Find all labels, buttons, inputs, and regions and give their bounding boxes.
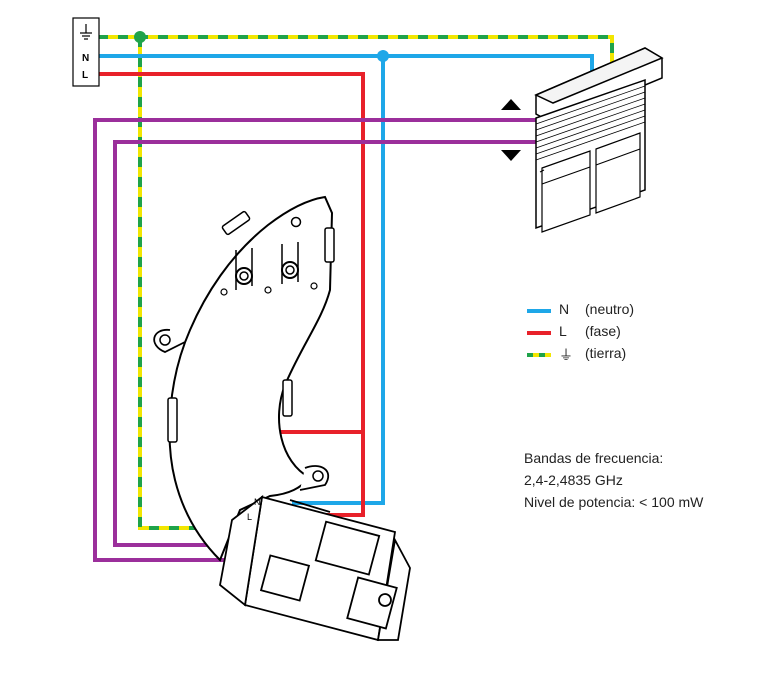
legend-symbol: N — [559, 301, 570, 317]
legend-swatch-earth — [527, 353, 551, 357]
switch-terminal-n-label: N — [254, 497, 261, 507]
legend-description: (fase) — [585, 323, 621, 339]
switch-terminal-l-label: L — [247, 512, 252, 522]
arrow-up-icon — [501, 99, 521, 110]
terminal-l-label: L — [82, 70, 88, 81]
terminal-block: N L — [72, 17, 100, 87]
legend-swatch-neutral — [527, 309, 551, 313]
roller-shutter-window — [534, 47, 664, 233]
earth-junction-dot — [134, 31, 146, 43]
legend-description: (tierra) — [585, 345, 627, 361]
legend-swatch-phase — [527, 331, 551, 335]
legend-item-phase: L (fase) — [527, 322, 687, 344]
shutter-switch-module — [153, 195, 335, 562]
legend-symbol: L — [559, 323, 567, 339]
earth-symbol-icon — [80, 24, 92, 40]
neutral-junction-dot — [377, 50, 389, 62]
legend-description: (neutro) — [585, 301, 635, 317]
power-level: Nivel de potencia: < 100 mW — [524, 494, 704, 510]
arrow-down-icon — [501, 150, 521, 161]
motor-wires — [93, 118, 540, 562]
frequency-bands-label: Bandas de frecuencia: — [524, 450, 664, 466]
legend-item-earth: ⏚ (tierra) — [527, 344, 687, 366]
radio-info: Bandas de frecuencia: 2,4-2,4835 GHz Niv… — [524, 447, 703, 513]
terminal-connector-box — [219, 494, 411, 642]
wire-legend: N (neutro) L (fase) ⏚ (tierra) — [527, 300, 687, 366]
terminal-n-label: N — [82, 53, 89, 64]
earth-symbol-icon: ⏚ — [559, 347, 573, 363]
legend-item-neutral: N (neutro) — [527, 300, 687, 322]
frequency-bands-value: 2,4-2,4835 GHz — [524, 472, 623, 488]
